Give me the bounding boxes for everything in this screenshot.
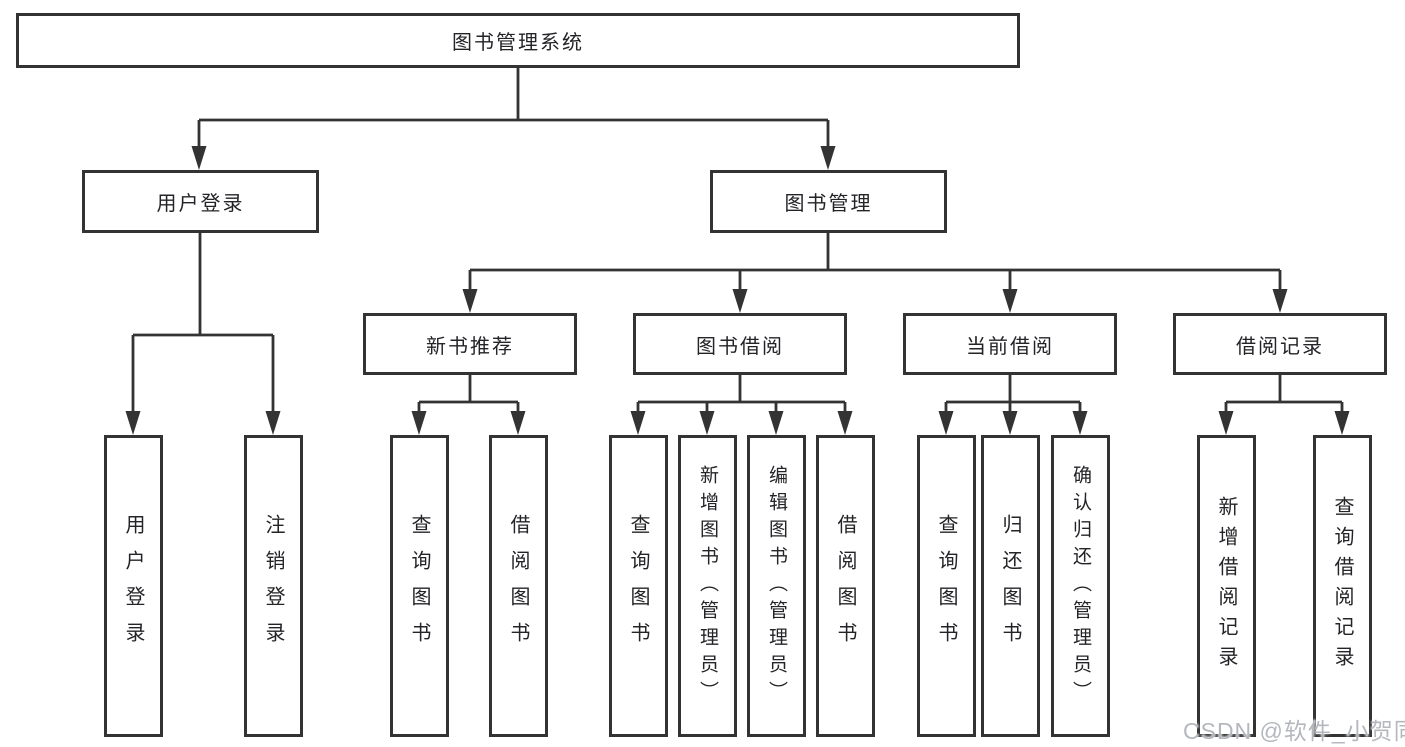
node-label: 查询图书 bbox=[935, 514, 957, 658]
node-label: 借阅图书 bbox=[834, 514, 856, 658]
node-label: 查询图书 bbox=[627, 514, 649, 658]
leaf-query-books-borrow: 查询图书 bbox=[609, 435, 668, 737]
leaf-borrow-books: 借阅图书 bbox=[816, 435, 875, 737]
node-label: 查询图书 bbox=[408, 514, 430, 658]
leaf-query-books-recommend: 查询图书 bbox=[390, 435, 449, 737]
node-borrow-records: 借阅记录 bbox=[1173, 313, 1387, 375]
node-label: 图书借阅 bbox=[696, 335, 784, 358]
node-label: 确认归还（管理员） bbox=[1070, 464, 1091, 708]
node-label: 查询借阅记录 bbox=[1331, 496, 1353, 676]
node-label: 新书推荐 bbox=[426, 335, 514, 358]
leaf-add-books-admin: 新增图书（管理员） bbox=[678, 435, 737, 737]
leaf-query-books-current: 查询图书 bbox=[917, 435, 976, 737]
node-label: 编辑图书（管理员） bbox=[766, 464, 787, 708]
csdn-watermark: CSDN @软件_小贺同学 bbox=[1183, 718, 1405, 744]
node-label: 借阅记录 bbox=[1236, 335, 1324, 358]
node-label: 新增图书（管理员） bbox=[697, 464, 718, 708]
leaf-borrow-books-recommend: 借阅图书 bbox=[489, 435, 548, 737]
node-current-borrowing: 当前借阅 bbox=[903, 313, 1117, 375]
node-label: 新增借阅记录 bbox=[1215, 496, 1237, 676]
leaf-add-borrow-record: 新增借阅记录 bbox=[1197, 435, 1256, 737]
node-book-management: 图书管理 bbox=[710, 170, 947, 233]
node-new-book-recommend: 新书推荐 bbox=[363, 313, 577, 375]
node-root-library-system: 图书管理系统 bbox=[16, 13, 1020, 68]
leaf-logout: 注销登录 bbox=[244, 435, 303, 737]
node-book-borrowing: 图书借阅 bbox=[633, 313, 847, 375]
node-user-login: 用户登录 bbox=[82, 170, 319, 233]
node-label: 归还图书 bbox=[999, 514, 1021, 658]
node-label: 图书管理 bbox=[784, 193, 873, 215]
leaf-query-borrow-record: 查询借阅记录 bbox=[1313, 435, 1372, 737]
node-label: 图书管理系统 bbox=[452, 32, 584, 54]
node-label: 用户登录 bbox=[156, 193, 245, 215]
node-label: 注销登录 bbox=[262, 514, 284, 658]
leaf-return-books: 归还图书 bbox=[981, 435, 1040, 737]
leaf-confirm-return-admin: 确认归还（管理员） bbox=[1051, 435, 1110, 737]
leaf-edit-books-admin: 编辑图书（管理员） bbox=[747, 435, 806, 737]
node-label: 借阅图书 bbox=[507, 514, 529, 658]
leaf-user-login: 用户登录 bbox=[104, 435, 163, 737]
node-label: 用户登录 bbox=[122, 514, 144, 658]
node-label: 当前借阅 bbox=[966, 335, 1054, 358]
